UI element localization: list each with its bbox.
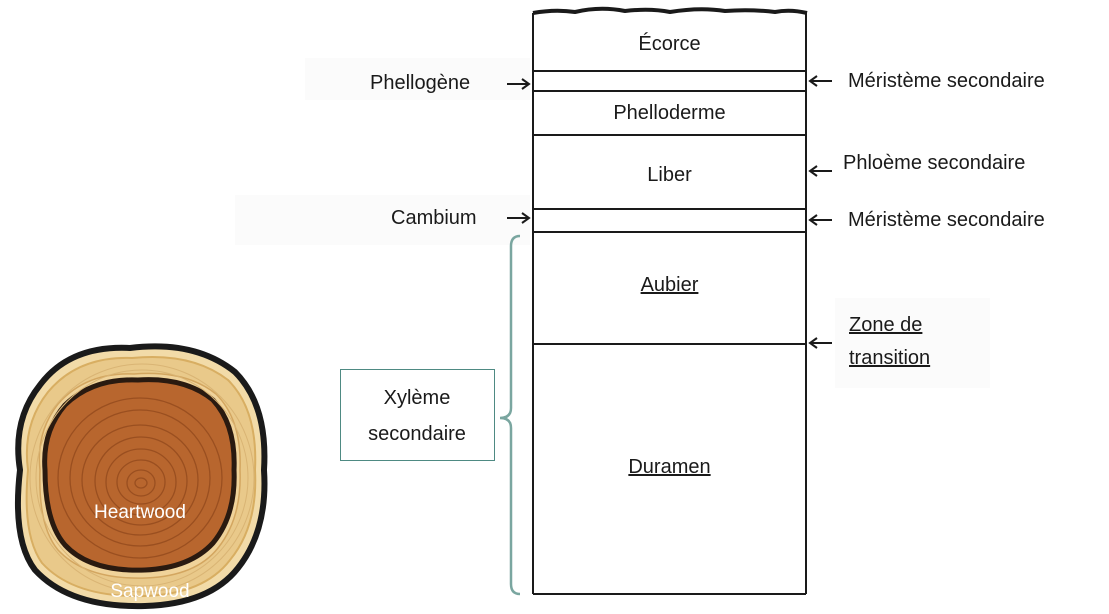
heartwood-rings — [57, 397, 223, 559]
xyleme-bracket-icon — [499, 234, 521, 596]
phloeme-secondaire-label: Phloème secondaire — [843, 152, 1026, 174]
trunk-cross-section — [14, 343, 268, 610]
layer-column — [532, 6, 808, 595]
arrow-right-icon — [507, 212, 531, 224]
layer-ecorce-label: Écorce — [638, 33, 701, 55]
column-top-edge-icon — [532, 6, 808, 15]
heartwood-label: Heartwood — [94, 502, 186, 523]
sapwood-rings — [29, 363, 255, 593]
phellogene-label: Phellogène — [370, 72, 471, 94]
label-panel-phellogene — [305, 58, 530, 100]
arrow-right-icon — [507, 78, 531, 90]
meristeme-secondaire-label-2: Méristème secondaire — [848, 209, 1045, 231]
label-panel-cambium — [235, 195, 530, 245]
meristeme-secondaire-label-1: Méristème secondaire — [848, 70, 1045, 92]
xyleme-label-line1: Xylème — [383, 387, 451, 409]
arrow-left-icon — [808, 214, 832, 226]
layer-phelloderme-label: Phelloderme — [613, 102, 726, 124]
xyleme-secondaire-box: Xylème secondaire — [340, 369, 495, 461]
heartwood — [42, 377, 237, 573]
sapwood-label: Sapwood — [110, 581, 190, 602]
zone-transition-label-line2: transition — [849, 347, 931, 369]
label-panel-transition — [835, 298, 990, 388]
left-arrows — [507, 78, 531, 224]
arrow-left-icon — [808, 75, 832, 87]
layer-duramen-label: Duramen — [628, 456, 711, 478]
layer-aubier-label: Aubier — [640, 274, 699, 296]
arrow-left-icon — [808, 337, 832, 349]
right-arrows — [808, 75, 832, 349]
cambium-label: Cambium — [391, 207, 477, 229]
xyleme-label-line2: secondaire — [368, 423, 466, 445]
layer-liber-label: Liber — [647, 164, 692, 186]
arrow-left-icon — [808, 165, 832, 177]
zone-transition-label-line1: Zone de — [849, 314, 923, 336]
